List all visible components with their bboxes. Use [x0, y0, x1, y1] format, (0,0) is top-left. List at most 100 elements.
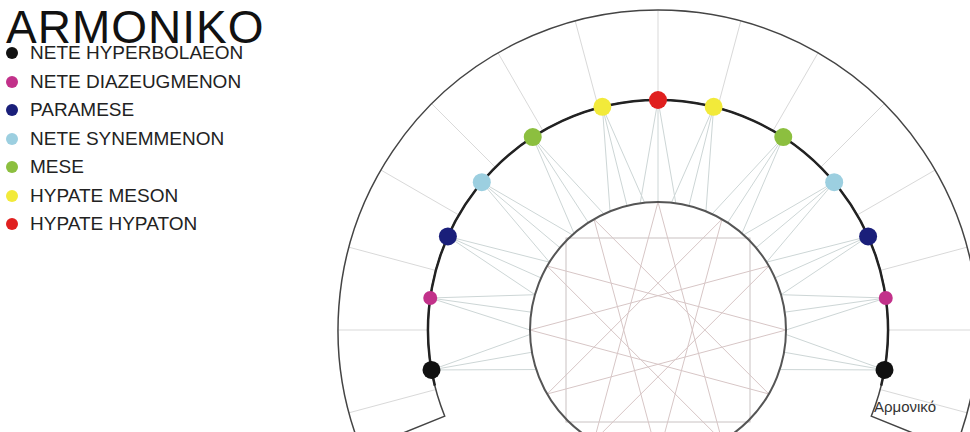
- legend-swatch: [6, 47, 18, 59]
- star-line: [594, 219, 769, 394]
- string-line: [784, 352, 884, 370]
- legend-swatch: [6, 161, 18, 173]
- legend-text: MESE: [30, 156, 84, 178]
- note-dot: [825, 173, 843, 191]
- legend-row: NETE DIAZEUGMENON: [6, 71, 241, 93]
- legend-swatch: [6, 218, 18, 230]
- legend-row: MESE: [6, 156, 84, 178]
- note-dot: [422, 361, 440, 379]
- band-divider: [888, 330, 970, 331]
- note-dot: [859, 227, 877, 245]
- note-dot: [524, 128, 542, 146]
- string-line: [781, 236, 868, 294]
- note-dot: [423, 291, 437, 305]
- star-line: [594, 202, 658, 432]
- inner-geometry: [338, 10, 970, 432]
- legend-row: PARAMESE: [6, 99, 134, 121]
- star-line: [547, 330, 786, 394]
- string-line: [780, 369, 885, 370]
- inner-square: [566, 238, 750, 422]
- note-dot: [876, 361, 894, 379]
- string-line: [658, 100, 676, 203]
- band-divider: [349, 247, 436, 270]
- string-line: [533, 137, 604, 214]
- string-line: [786, 298, 886, 330]
- band-divider: [718, 21, 741, 108]
- string-line: [533, 137, 589, 223]
- string-line: [482, 182, 573, 235]
- band-divider: [338, 330, 428, 331]
- string-line: [430, 295, 535, 298]
- note-dot: [705, 98, 723, 116]
- string-line: [431, 352, 531, 370]
- string-line: [602, 107, 627, 206]
- string-line: [430, 298, 531, 312]
- note-dot: [879, 291, 893, 305]
- band-divider: [432, 104, 496, 168]
- string-line: [728, 137, 784, 223]
- string-line: [482, 182, 550, 262]
- legend-swatch: [6, 190, 18, 202]
- string-line: [781, 295, 886, 298]
- legend-text: HYPATE MESON: [30, 185, 178, 207]
- note-dot: [649, 91, 667, 109]
- string-line: [431, 369, 536, 370]
- band-divider: [349, 390, 436, 413]
- star-line: [547, 219, 722, 394]
- string-line: [431, 334, 530, 369]
- legend-swatch: [6, 133, 18, 145]
- string-line: [786, 334, 885, 369]
- string-line: [533, 137, 574, 233]
- legend-text: NETE DIAZEUGMENON: [30, 71, 241, 93]
- string-line: [767, 236, 869, 262]
- star-line: [530, 330, 769, 394]
- band-divider: [575, 21, 598, 108]
- string-line: [448, 236, 535, 294]
- dot-arc: [428, 100, 888, 386]
- note-dot: [593, 98, 611, 116]
- legend-swatch: [6, 104, 18, 116]
- legend-text: HYPATE HYPATON: [30, 213, 197, 235]
- string-line: [744, 182, 835, 235]
- legend-row: HYPATE MESON: [6, 185, 178, 207]
- band-divider: [857, 170, 935, 215]
- string-line: [448, 236, 541, 277]
- band-divider: [381, 170, 459, 215]
- string-line: [602, 107, 644, 203]
- note-dot: [439, 227, 457, 245]
- legend-row: NETE SYNEMMENON: [6, 128, 224, 150]
- band-divider: [880, 247, 967, 270]
- star-line: [547, 266, 786, 330]
- legend-row: HYPATE HYPATON: [6, 213, 197, 235]
- string-line: [640, 100, 658, 203]
- band-divider: [658, 10, 659, 100]
- string-line: [706, 107, 714, 211]
- string-line: [658, 100, 659, 202]
- string-line: [775, 236, 868, 277]
- string-line: [448, 236, 550, 262]
- note-dot: [774, 128, 792, 146]
- legend-text: PARAMESE: [30, 99, 134, 121]
- band-divider: [773, 53, 818, 131]
- star-line: [530, 266, 769, 330]
- band-divider: [498, 53, 543, 131]
- string-line: [756, 182, 834, 248]
- legend-row: NETE HYPERBOLAEON: [6, 42, 243, 64]
- note-dot: [473, 173, 491, 191]
- string-line: [742, 137, 783, 233]
- string-line: [785, 298, 886, 312]
- star-line: [594, 266, 769, 432]
- star-line: [658, 202, 722, 432]
- string-line: [430, 298, 530, 330]
- legend-text: NETE HYPERBOLAEON: [30, 42, 243, 64]
- legend-text: NETE SYNEMMENON: [30, 128, 224, 150]
- outer-band: [338, 10, 970, 432]
- inner-circle: [530, 202, 786, 432]
- string-line: [482, 182, 560, 248]
- band-divider: [821, 104, 885, 168]
- string-line: [767, 182, 835, 262]
- diagram-label: Αρμονικό: [874, 398, 936, 415]
- string-line: [712, 137, 783, 214]
- legend-swatch: [6, 76, 18, 88]
